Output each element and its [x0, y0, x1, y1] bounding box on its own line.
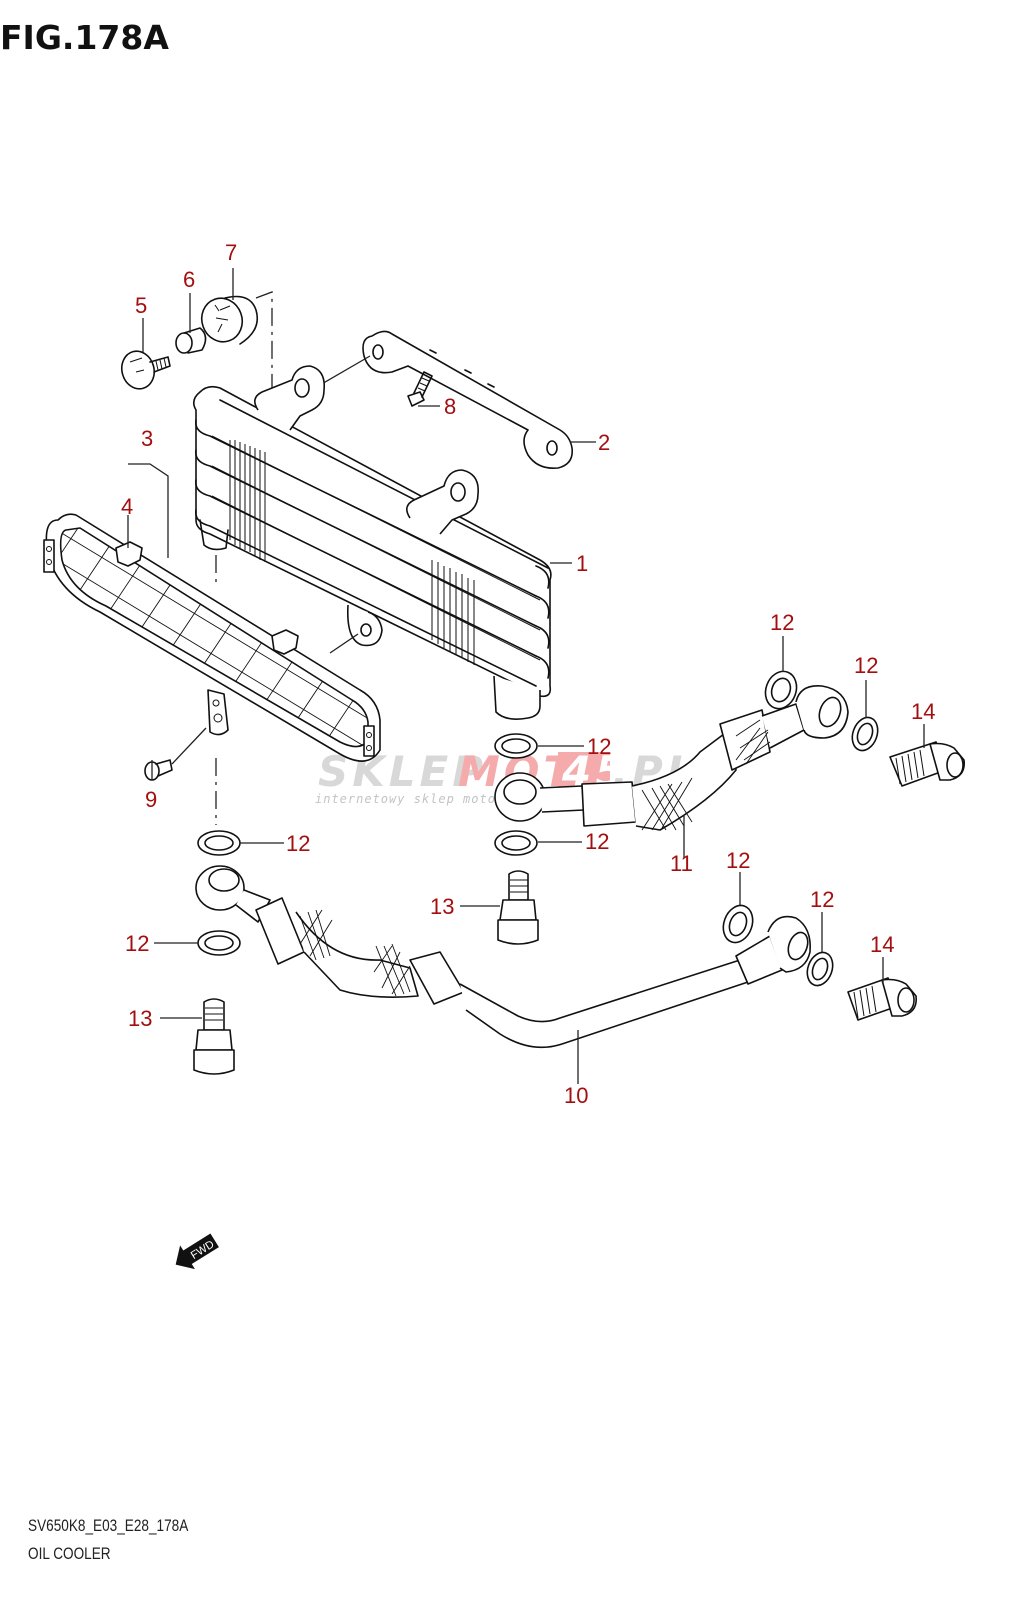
- callout-12[interactable]: 12: [286, 831, 310, 856]
- figure-name: OIL COOLER: [28, 1544, 111, 1563]
- callout-5[interactable]: 5: [135, 293, 147, 318]
- callout-13[interactable]: 13: [128, 1006, 152, 1031]
- part-12-gasket[interactable]: [197, 930, 241, 956]
- part-10-oil-hose[interactable]: [195, 865, 812, 1049]
- callout-12[interactable]: 12: [125, 931, 149, 956]
- callout-12[interactable]: 12: [585, 829, 609, 854]
- callout-3[interactable]: 3: [141, 426, 153, 451]
- part-2-bracket[interactable]: [319, 330, 574, 470]
- callout-2[interactable]: 2: [598, 430, 610, 455]
- callout-7[interactable]: 7: [225, 240, 237, 265]
- callout-11[interactable]: 11: [670, 851, 693, 876]
- callout-14[interactable]: 14: [870, 932, 894, 957]
- alignment-line: [255, 291, 273, 430]
- part-12-gasket[interactable]: [848, 714, 882, 754]
- callout-6[interactable]: 6: [183, 267, 195, 292]
- callout-12[interactable]: 12: [770, 610, 794, 635]
- part-12-gasket[interactable]: [494, 830, 538, 856]
- callout-9[interactable]: 9: [145, 787, 157, 812]
- callout-4[interactable]: 4: [121, 494, 133, 519]
- part-9-screw[interactable]: [144, 727, 207, 781]
- callout-12[interactable]: 12: [854, 653, 878, 678]
- part-14-union-bolt[interactable]: [847, 977, 918, 1021]
- part-1-oil-cooler[interactable]: [192, 365, 552, 720]
- figure-code: SV650K8_E03_E28_178A: [28, 1516, 189, 1535]
- part-4-guard-clip[interactable]: [115, 541, 299, 655]
- callout-10[interactable]: 10: [564, 1083, 588, 1108]
- part-12-gasket[interactable]: [718, 901, 757, 946]
- callout-12[interactable]: 12: [810, 887, 834, 912]
- part-12-gasket[interactable]: [197, 830, 241, 856]
- part-12-gasket[interactable]: [760, 667, 801, 713]
- callout-12[interactable]: 12: [587, 734, 611, 759]
- part-11-oil-hose[interactable]: [494, 685, 849, 831]
- part-7-cushion[interactable]: [196, 292, 259, 347]
- part-14-union-bolt[interactable]: [889, 741, 966, 787]
- part-13-union-bolt[interactable]: [497, 870, 539, 945]
- figure-title: FIG.178A: [0, 18, 169, 57]
- callout-14[interactable]: 14: [911, 699, 935, 724]
- callout-13[interactable]: 13: [430, 894, 454, 919]
- part-6-collar[interactable]: [175, 327, 207, 354]
- part-13-union-bolt[interactable]: [193, 998, 235, 1075]
- part-12-gasket[interactable]: [494, 733, 538, 759]
- fwd-direction-marker: FWD: [175, 1233, 219, 1270]
- fwd-arrow-icon: [175, 1233, 219, 1270]
- callout-12[interactable]: 12: [726, 848, 750, 873]
- callout-labels: 7 6 5 8 2 3 4 1 9 12 12 14 12 12 11 12 1…: [121, 240, 935, 1108]
- leader-lines: [127, 268, 925, 1084]
- part-5-bolt[interactable]: [118, 348, 171, 393]
- part-12-gasket[interactable]: [803, 949, 837, 989]
- callout-8[interactable]: 8: [444, 394, 456, 419]
- part-8-bolt[interactable]: [407, 371, 433, 407]
- callout-1[interactable]: 1: [576, 551, 588, 576]
- watermark-tagline: internetowy sklep motocyklowy: [315, 792, 554, 806]
